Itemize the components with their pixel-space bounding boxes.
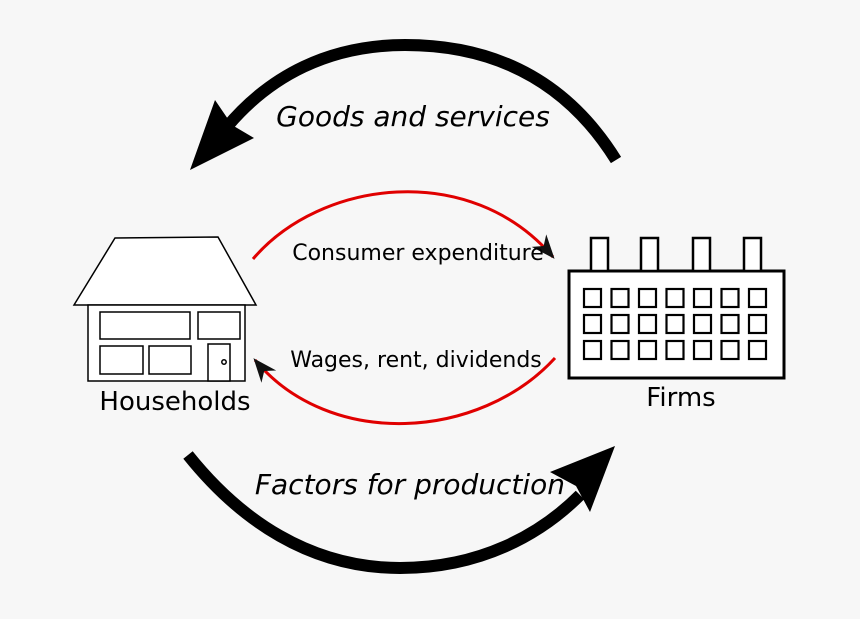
consumer-expenditure-label: Consumer expenditure xyxy=(292,241,544,266)
factory-window xyxy=(747,313,768,335)
factory-window xyxy=(665,339,685,361)
factory-window xyxy=(747,287,768,309)
factory-window xyxy=(637,313,658,335)
wages-rent-dividends-arrow xyxy=(253,356,557,425)
factory-window xyxy=(637,339,658,361)
firms-label: Firms xyxy=(646,383,715,413)
factory-window xyxy=(610,313,630,335)
wages-rent-dividends-label: Wages, rent, dividends xyxy=(290,348,542,373)
goods-and-services-label: Goods and services xyxy=(276,100,550,133)
factory-icon xyxy=(567,236,786,380)
factors-for-production-label: Factors for production xyxy=(255,468,565,501)
factory-window xyxy=(582,287,603,309)
factory-window xyxy=(747,339,768,361)
factory-window xyxy=(637,287,658,309)
factory-window xyxy=(665,287,685,309)
households-label: Households xyxy=(99,387,250,417)
factory-window xyxy=(720,313,740,335)
factory-window xyxy=(692,287,713,309)
house-icon xyxy=(72,236,258,382)
factory-window xyxy=(665,313,685,335)
factory-window xyxy=(720,339,740,361)
factory-window xyxy=(582,313,603,335)
factory-window xyxy=(582,339,603,361)
goods-and-services-arrow xyxy=(190,38,622,170)
factory-window xyxy=(610,339,630,361)
factory-window xyxy=(610,287,630,309)
factors-for-production-arrow xyxy=(183,446,615,575)
factory-window xyxy=(692,339,713,361)
factory-window xyxy=(720,287,740,309)
factory-window xyxy=(692,313,713,335)
consumer-expenditure-arrow xyxy=(251,190,555,260)
